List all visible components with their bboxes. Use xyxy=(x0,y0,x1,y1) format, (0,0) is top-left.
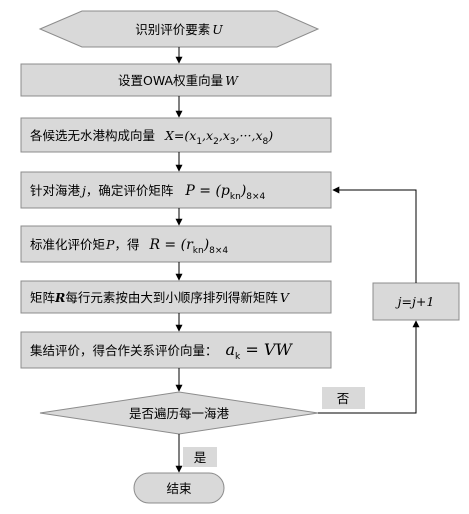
no-label-box xyxy=(322,387,365,409)
step1-box xyxy=(20,63,332,97)
step2-label: 各候选无水港构成向量 X=(x1,x2,x3,···,x8) xyxy=(30,128,273,147)
step4-box xyxy=(20,225,332,263)
start-node xyxy=(38,10,320,48)
no-label: 否 xyxy=(337,391,350,406)
loop-back-line xyxy=(332,186,417,283)
loop-box xyxy=(372,282,460,321)
yes-label: 是 xyxy=(194,450,207,465)
step6-label: 集结评价，得合作关系评价向量： ak = VW xyxy=(30,340,293,362)
end-label: 结束 xyxy=(166,481,192,496)
step3-box xyxy=(20,171,332,209)
step4-label: 标准化评价矩P，得 R = (rkn)8×4 xyxy=(30,237,228,256)
end-node xyxy=(133,472,225,504)
loop-label: j=j+1 xyxy=(395,294,435,309)
decision-label: 是否遍历每一海港 xyxy=(129,406,230,421)
step2-box xyxy=(20,117,332,153)
step6-box xyxy=(20,331,332,369)
yes-label-box xyxy=(183,447,217,467)
no-branch-line xyxy=(318,320,420,414)
step5-box xyxy=(20,280,332,314)
